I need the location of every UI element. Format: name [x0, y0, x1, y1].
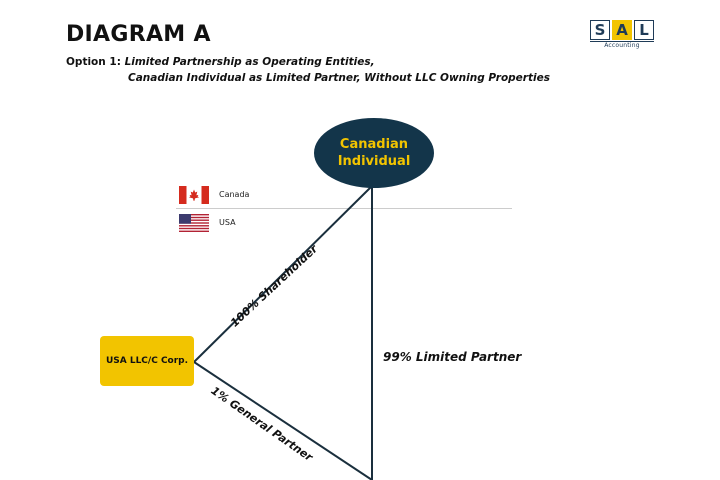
usa-flag-icon — [179, 214, 209, 232]
logo-subtitle: Accounting — [590, 41, 654, 49]
edge-shareholder-line — [193, 185, 373, 363]
border-divider — [176, 208, 512, 209]
node-canadian-individual: Canadian Individual — [314, 118, 434, 188]
diagram-subtitle: Option 1: Limited Partnership as Operati… — [66, 54, 586, 86]
jurisdiction-label-canada: Canada — [219, 190, 250, 199]
option-line-1: Limited Partnership as Operating Entitie… — [124, 56, 375, 68]
logo-letter-l: L — [634, 20, 654, 40]
canada-flag-icon — [179, 186, 209, 204]
option-prefix: Option 1: — [66, 56, 125, 68]
edge-general-partner-line — [193, 361, 373, 480]
node-canadian-individual-label: Canadian Individual — [337, 137, 411, 169]
sal-accounting-logo: S A L Accounting — [590, 20, 658, 52]
jurisdiction-label-usa: USA — [219, 218, 236, 227]
node-usa-llc-c-corp: USA LLC/C Corp. — [100, 336, 194, 386]
option-line-2: Canadian Individual as Limited Partner, … — [128, 72, 550, 84]
diagram-title: DIAGRAM A — [66, 22, 211, 47]
logo-letter-s: S — [590, 20, 610, 40]
edge-label-limited-partner: 99% Limited Partner — [383, 350, 522, 364]
logo-letter-a: A — [612, 20, 632, 40]
